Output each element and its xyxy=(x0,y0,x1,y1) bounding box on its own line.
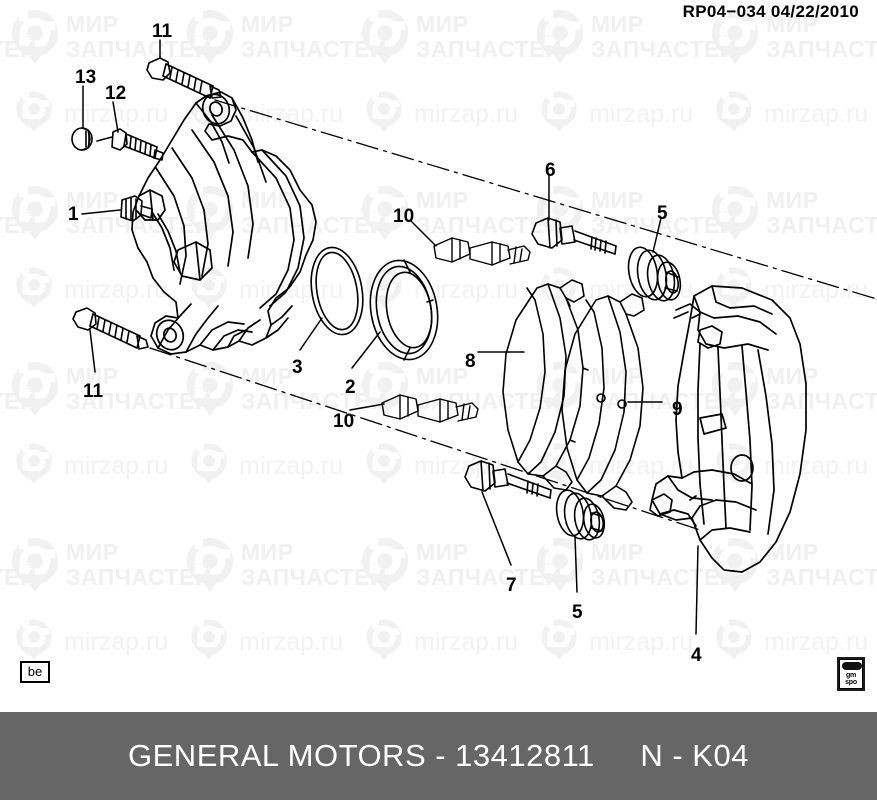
bleeder-cap xyxy=(71,127,93,151)
guide-boot-upper xyxy=(627,246,682,302)
brake-pad-outer xyxy=(502,279,589,491)
callout-dust-boot-ring: 3 xyxy=(292,357,303,378)
callout-brake-pad-outer: 8 xyxy=(465,351,476,372)
drawing-code-label: RP04−034 04/22/2010 xyxy=(682,2,859,21)
bolt-lower xyxy=(72,307,149,350)
bleeder-valve-body xyxy=(120,195,153,222)
callout-bleeder-cap: 13 xyxy=(75,67,97,88)
pad-clip-upper xyxy=(433,237,531,266)
gm-spo-badge-inner: gm spo xyxy=(839,659,863,689)
gm-spo-badge: gm spo xyxy=(837,657,865,691)
footer-part-number: GENERAL MOTORS - 13412811 N - K04 xyxy=(128,738,749,773)
callout-bleeder-valve: 1 xyxy=(68,204,79,225)
gm-spo-badge-cap xyxy=(842,662,862,670)
callout-brake-pad-inner: 9 xyxy=(672,399,683,420)
callout-caliper-bolt-upper: 11 xyxy=(152,21,173,42)
callout-piston-seal: 2 xyxy=(345,377,356,398)
callout-guide-pin-upper: 6 xyxy=(545,160,556,181)
callout-guide-pin-boot-lower: 5 xyxy=(572,602,583,623)
gm-badge-line2: spo xyxy=(845,679,857,686)
callout-pad-retainer-clip-lower: 10 xyxy=(333,411,355,432)
gm-badge-line1: gm xyxy=(845,672,857,679)
leader-lines xyxy=(81,39,699,635)
caliper-bracket xyxy=(649,285,807,573)
gm-spo-badge-text: gm spo xyxy=(840,672,862,686)
bolt-upper xyxy=(146,57,222,99)
callout-guide-pin-boot-upper: 5 xyxy=(657,203,668,224)
pad-clip-lower xyxy=(381,394,479,423)
dust-boot-2 xyxy=(369,259,439,361)
callout-bleeder-screw: 12 xyxy=(105,83,127,104)
seal-ring-3 xyxy=(310,246,364,336)
callout-caliper-bolt-lower: 11 xyxy=(83,381,104,402)
footer-bar: GENERAL MOTORS - 13412811 N - K04 xyxy=(0,712,877,800)
center-axis-lower xyxy=(149,347,701,531)
caliper-housing xyxy=(131,91,317,355)
callout-guide-pin-lower: 7 xyxy=(506,575,517,596)
technical-drawing xyxy=(71,39,877,635)
callout-pad-retainer-clip-upper: 10 xyxy=(393,206,415,227)
guide-pin-lower xyxy=(464,460,552,499)
guide-pin-upper xyxy=(531,217,617,255)
bleeder-screw xyxy=(96,128,164,161)
be-badge: be xyxy=(20,661,50,683)
callout-caliper-bracket: 4 xyxy=(691,645,702,666)
center-axis-upper xyxy=(214,99,877,300)
